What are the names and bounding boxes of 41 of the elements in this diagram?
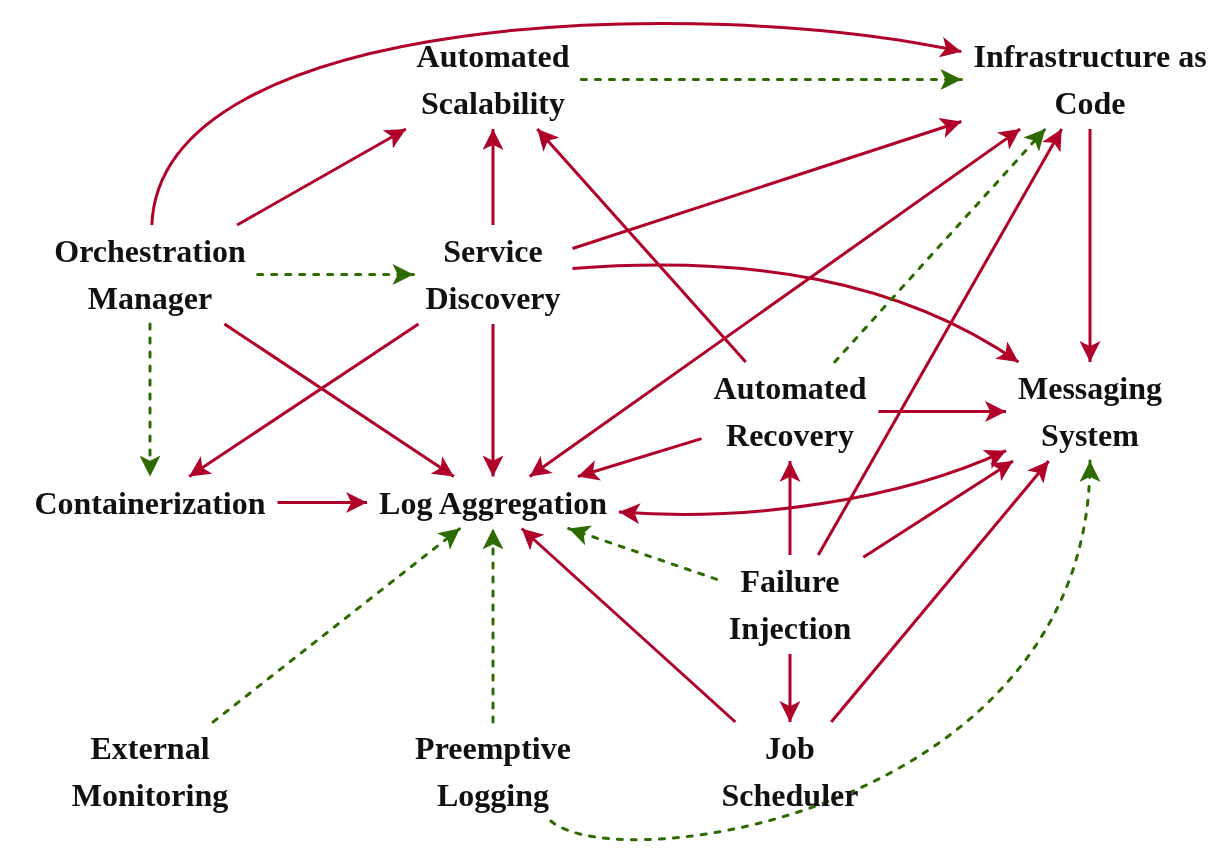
arrow xyxy=(618,449,1007,524)
concept-label: Messaging System xyxy=(979,363,1201,461)
arrow xyxy=(830,460,1050,723)
concept-label: Automated Scalability xyxy=(367,31,619,129)
arrow xyxy=(236,127,407,227)
concept-label: Service Discovery xyxy=(387,226,599,324)
dashed-arrow xyxy=(482,527,504,724)
arrow xyxy=(572,263,1020,364)
concept-label: Preemptive Logging xyxy=(377,723,609,821)
dashed-arrow xyxy=(211,527,462,724)
arrow xyxy=(779,654,801,722)
concept-label: Failure Injection xyxy=(684,556,896,654)
arrow xyxy=(817,128,1063,556)
arrow xyxy=(536,128,747,363)
arrow xyxy=(223,322,455,478)
arrow xyxy=(577,437,702,481)
dashed-arrow xyxy=(579,69,963,90)
dashed-arrow xyxy=(567,525,719,581)
dashed-arrow xyxy=(833,127,1047,364)
dashed-arrow xyxy=(256,264,415,285)
concept-label: Orchestration Manager xyxy=(19,226,281,324)
arrow xyxy=(277,492,368,513)
arrow xyxy=(520,527,737,724)
arrow xyxy=(862,459,1014,559)
arrow xyxy=(572,118,962,250)
arrow xyxy=(188,322,420,478)
concept-label: External Monitoring xyxy=(34,723,266,821)
arrow xyxy=(1079,129,1101,362)
arrow xyxy=(528,127,1021,478)
concept-label: Job Scheduler xyxy=(694,723,886,821)
arrow xyxy=(779,461,801,555)
dashed-arrow xyxy=(139,322,161,478)
arrow xyxy=(878,401,1006,422)
arrow xyxy=(482,324,504,477)
concept-label: Automated Recovery xyxy=(674,363,906,461)
arrow xyxy=(150,22,962,226)
arrow xyxy=(482,129,504,225)
concept-label: Infrastructure as Code xyxy=(959,31,1214,129)
concept-label: Log Aggregation xyxy=(372,477,614,529)
dashed-arrow xyxy=(549,459,1099,841)
concept-label: Containerization xyxy=(0,477,306,529)
